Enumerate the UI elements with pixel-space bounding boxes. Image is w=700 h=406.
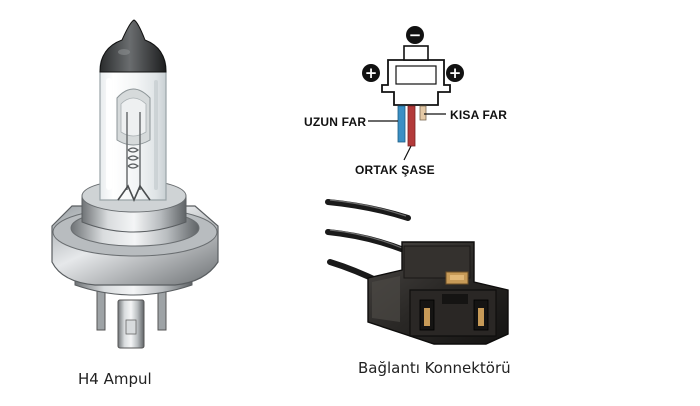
label-low-beam: KISA FAR: [450, 108, 508, 122]
bulb-caption: H4 Ampul: [78, 370, 152, 388]
plus-terminal-left-icon: +: [362, 64, 380, 82]
connector-caption: Bağlantı Konnektörü: [358, 359, 511, 377]
wire-ground: [407, 105, 416, 147]
plus-terminal-right-icon: +: [446, 64, 464, 82]
wire-low-beam: [419, 105, 427, 121]
label-high-beam: UZUN FAR: [304, 115, 367, 129]
wire-high-beam: [397, 105, 406, 143]
minus-terminal-icon: −: [406, 26, 424, 44]
label-ground: ORTAK ŞASE: [355, 163, 435, 177]
